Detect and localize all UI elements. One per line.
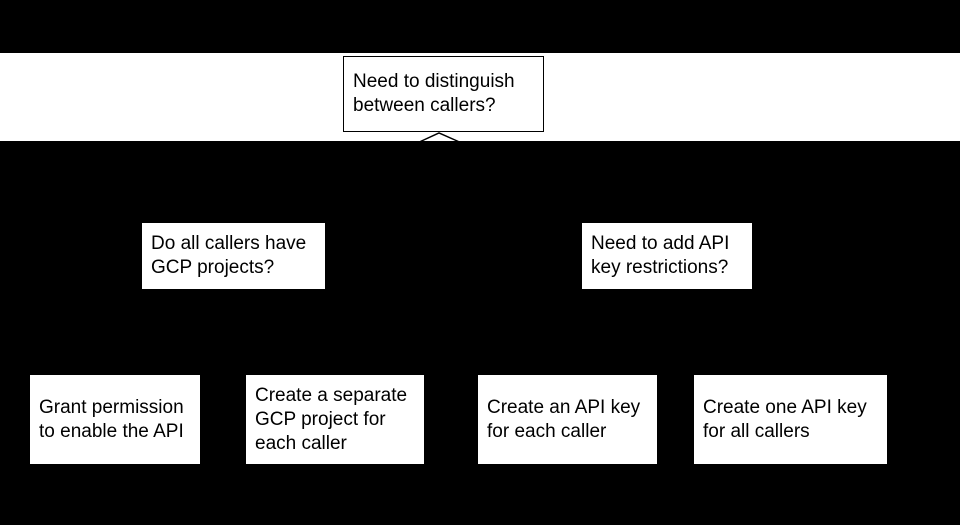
- text-line: GCP projects?: [151, 257, 275, 278]
- text-line: each caller: [255, 432, 347, 454]
- text-line: for all callers: [703, 420, 810, 442]
- text-line: for each caller: [487, 420, 607, 442]
- decision-all-callers-have-gcp-projects: Do all callers have GCP projects?: [142, 223, 325, 289]
- decision-need-api-key-restrictions: Need to add API key restrictions?: [582, 223, 752, 289]
- text-line: Need to distinguish: [353, 71, 515, 92]
- action-create-api-key-each-caller: Create an API key for each caller: [478, 375, 657, 464]
- text-line: Need to add API: [591, 233, 730, 254]
- text-line: key restrictions?: [591, 257, 729, 278]
- text-line: Do all callers have: [151, 233, 307, 254]
- action-create-separate-gcp-project: Create a separate GCP project for each c…: [246, 375, 424, 464]
- action-create-one-api-key-all-callers: Create one API key for all callers: [694, 375, 887, 464]
- text-line: to enable the API: [39, 420, 184, 442]
- decision-need-to-distinguish-callers: Need to distinguish between callers?: [343, 56, 544, 132]
- text-line: Grant permission: [39, 396, 184, 418]
- text-line: between callers?: [353, 95, 496, 116]
- text-line: Create a separate: [255, 384, 408, 406]
- text-line: Create an API key: [487, 396, 641, 418]
- text-line: Create one API key: [703, 396, 867, 418]
- text-line: GCP project for: [255, 408, 386, 430]
- action-grant-permission-enable-api: Grant permission to enable the API: [30, 375, 200, 464]
- branch-chevron-icon: [414, 132, 465, 145]
